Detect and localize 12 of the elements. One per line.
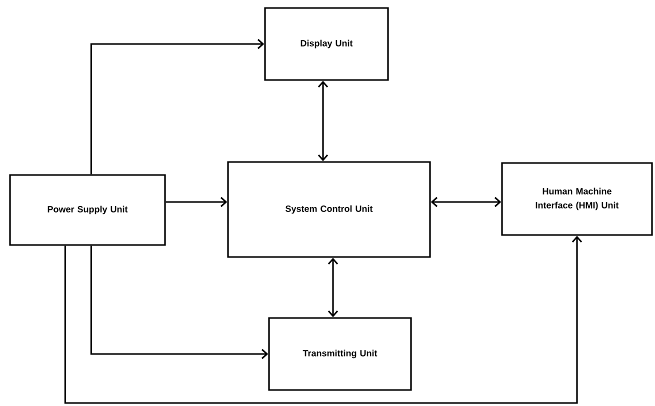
arrow [90, 38, 264, 174]
unit-box: Power Supply Unit [9, 174, 166, 246]
unit-box: Human Machine Interface (HMI) Unit [501, 162, 653, 236]
unit-box: Display Unit [264, 7, 389, 81]
arrow [64, 236, 582, 404]
arrow [328, 258, 338, 318]
arrow [90, 246, 268, 360]
unit-box: System Control Unit [227, 161, 431, 258]
arrow [166, 196, 228, 208]
arrow [430, 196, 502, 208]
unit-box: Transmitting Unit [268, 317, 412, 391]
arrow [318, 80, 328, 162]
